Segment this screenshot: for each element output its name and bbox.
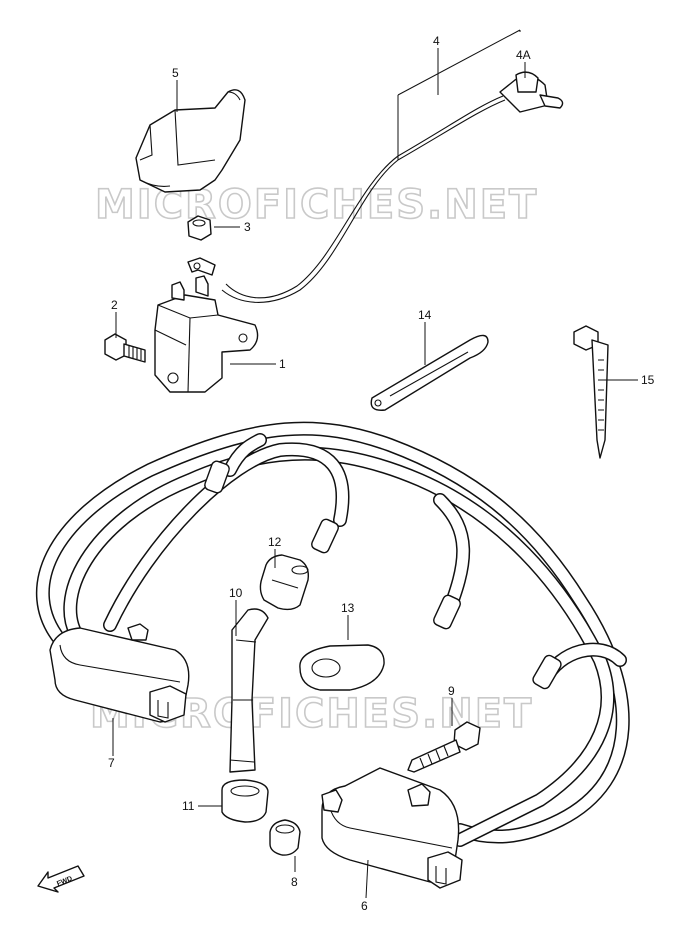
callout-1: 1	[279, 357, 286, 371]
callout-5: 5	[172, 66, 179, 80]
callout-10: 10	[229, 586, 243, 600]
part-3-nut[interactable]	[187, 215, 212, 241]
part-15-cable-tie[interactable]	[573, 325, 609, 459]
callout-4: 4	[433, 34, 440, 48]
callout-2: 2	[111, 298, 118, 312]
part-4-lead-wire[interactable]	[221, 75, 564, 303]
ignition-cord-harness	[36, 421, 630, 847]
part-1-starter-relay[interactable]	[154, 257, 259, 393]
callout-8: 8	[291, 875, 298, 889]
callout-12: 12	[268, 535, 282, 549]
callout-6: 6	[361, 899, 368, 913]
callout-4a: 4A	[516, 48, 531, 62]
callout-7: 7	[108, 756, 115, 770]
part-7-ignition-coil[interactable]	[49, 623, 190, 723]
part-10-plug-cap[interactable]	[229, 608, 269, 773]
part-6-ignition-coil[interactable]	[321, 767, 463, 889]
fwd-arrow-icon: FWD	[37, 865, 85, 893]
part-8-collar[interactable]	[269, 819, 301, 856]
part-4a-terminal-cap[interactable]	[515, 71, 539, 93]
part-14-clamp[interactable]	[370, 334, 489, 411]
part-12-grommet[interactable]	[259, 554, 310, 611]
callouts: 5 4 4A 3 2 1 14 15 12 10 13 9 7 11 8 6	[108, 34, 655, 913]
part-2-bolt[interactable]	[104, 333, 146, 363]
callout-15: 15	[641, 373, 655, 387]
part-13-rubber-pad[interactable]	[299, 644, 385, 691]
callout-13: 13	[341, 601, 355, 615]
callout-11: 11	[182, 799, 195, 813]
callout-3: 3	[244, 220, 251, 234]
leader-lines	[112, 29, 638, 899]
callout-14: 14	[418, 308, 432, 322]
part-11-seal[interactable]	[221, 779, 269, 823]
callout-9: 9	[448, 684, 455, 698]
part-5-boot-cap[interactable]	[135, 89, 246, 193]
part-9-bolt[interactable]	[407, 721, 481, 773]
